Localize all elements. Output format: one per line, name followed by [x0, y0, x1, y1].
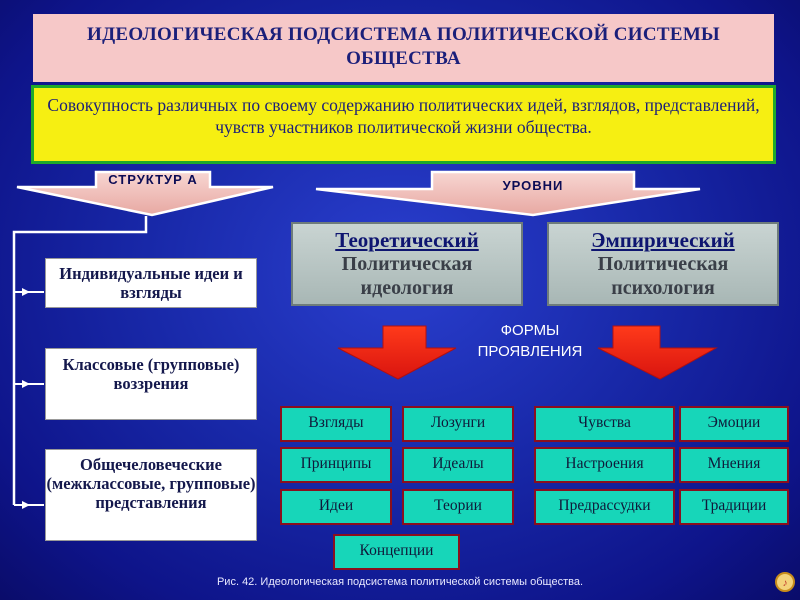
level-theoretical-line2: идеология: [360, 277, 454, 299]
form-traditions: Традиции: [679, 489, 789, 525]
forms-arrow-left: [337, 325, 457, 380]
form-ideas: Идеи: [280, 489, 392, 525]
form-concepts: Концепции: [333, 534, 460, 570]
form-theories: Теории: [402, 489, 514, 525]
form-slogans: Лозунги: [402, 406, 514, 442]
level-empirical: Эмпирический Политическая психология: [547, 222, 779, 306]
level-theoretical: Теоретический Политическая идеология: [291, 222, 523, 306]
levels-arrow-label: УРОВНИ: [502, 178, 564, 193]
form-feelings: Чувства: [534, 406, 675, 442]
forms-arrow-right: [597, 325, 718, 380]
figure-caption: Рис. 42. Идеологическая подсистема полит…: [216, 576, 584, 588]
form-ideals: Идеалы: [402, 447, 514, 483]
structure-item-individual: Индивидуальные идеи и взгляды: [45, 258, 257, 308]
level-empirical-line2: психология: [611, 277, 715, 299]
structure-item-universal: Общечеловеческие (межклассовые, групповы…: [45, 449, 257, 541]
structure-arrow-label: СТРУКТУР А: [108, 172, 198, 187]
form-views: Взгляды: [280, 406, 392, 442]
structure-arrow: [16, 170, 274, 217]
definition-box: Совокупность различных по своему содержа…: [31, 85, 776, 164]
sound-icon[interactable]: ♪: [775, 572, 795, 592]
form-moods: Настроения: [534, 447, 675, 483]
forms-label: ФОРМЫ ПРОЯВЛЕНИЯ: [477, 322, 583, 360]
form-prejudices: Предрассудки: [534, 489, 675, 525]
form-emotions: Эмоции: [679, 406, 789, 442]
level-empirical-line1: Политическая: [597, 253, 729, 275]
form-principles: Принципы: [280, 447, 392, 483]
level-empirical-head: Эмпирический: [591, 228, 735, 252]
branch-arrowhead-2: [22, 380, 30, 388]
form-opinions: Мнения: [679, 447, 789, 483]
levels-arrow: [315, 170, 701, 217]
structure-item-class: Классовые (групповые) воззрения: [45, 348, 257, 420]
level-theoretical-head: Теоретический: [335, 228, 479, 252]
page-title: ИДЕОЛОГИЧЕСКАЯ ПОДСИСТЕМА ПОЛИТИЧЕСКОЙ С…: [33, 14, 774, 82]
branch-arrowhead-1: [22, 288, 30, 296]
level-theoretical-line1: Политическая: [341, 253, 473, 275]
branch-arrowhead-3: [22, 501, 30, 509]
structure-connector: [12, 216, 148, 505]
